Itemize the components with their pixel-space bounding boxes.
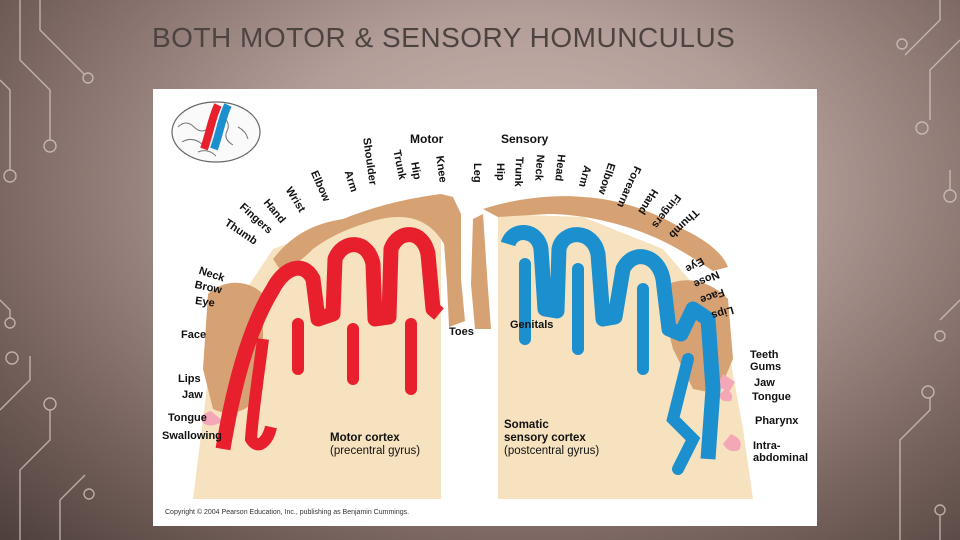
motor-label-swallowing: Swallowing <box>162 430 222 442</box>
motor-label-toes: Toes <box>449 326 474 338</box>
motor-cortex-title: Motor cortex <box>330 432 400 444</box>
motor-body-arm <box>273 194 453 271</box>
sensory-label-trunk: Trunk <box>511 156 525 187</box>
sensory-label-leg: Leg <box>471 163 483 183</box>
brain-icon <box>171 101 261 163</box>
motor-label-face: Face <box>181 329 207 341</box>
sensory-label-teeth-gums: Teeth Gums <box>750 349 782 373</box>
motor-label-eye: Eye <box>194 295 216 310</box>
motor-face <box>203 282 263 413</box>
homunculus-figure: Motor Sensory Shoulder Trunk Hip Knee Ar… <box>153 89 817 526</box>
motor-cortex-label: Motor cortex (precentral gyrus) <box>330 432 420 458</box>
homunculus-illustration <box>171 101 753 499</box>
sensory-label-neck: Neck <box>532 154 546 182</box>
sensory-cortex-subtitle: (postcentral gyrus) <box>504 445 600 457</box>
motor-leg <box>443 197 465 327</box>
motor-header: Motor <box>410 132 444 146</box>
sensory-header: Sensory <box>501 132 549 146</box>
motor-label-lips: Lips <box>178 373 201 385</box>
sensory-cortex-label: Somatic sensory cortex (postcentral gyru… <box>504 419 599 458</box>
sensory-label-jaw: Jaw <box>754 377 775 389</box>
sensory-label-pharynx: Pharynx <box>755 415 799 427</box>
motor-label-jaw: Jaw <box>182 389 203 401</box>
copyright-notice: Copyright © 2004 Pearson Education, Inc.… <box>165 509 410 516</box>
sensory-cortex-title: Somatic sensory cortex <box>504 419 586 444</box>
sensory-label-tongue: Tongue <box>752 391 791 403</box>
sensory-label-intra-abdominal: Intra- abdominal <box>753 440 809 464</box>
sensory-leg <box>471 214 491 329</box>
sensory-label-genitals: Genitals <box>510 319 554 331</box>
motor-label-tongue: Tongue <box>168 412 207 424</box>
sensory-label-hip: Hip <box>494 163 506 181</box>
sensory-body-arm <box>483 196 728 271</box>
motor-gyrus <box>215 227 444 451</box>
motor-cortex-subtitle: (precentral gyrus) <box>330 445 421 457</box>
sensory-gyrus <box>500 225 721 460</box>
slide-title: BOTH MOTOR & SENSORY HOMUNCULUS <box>152 22 736 53</box>
